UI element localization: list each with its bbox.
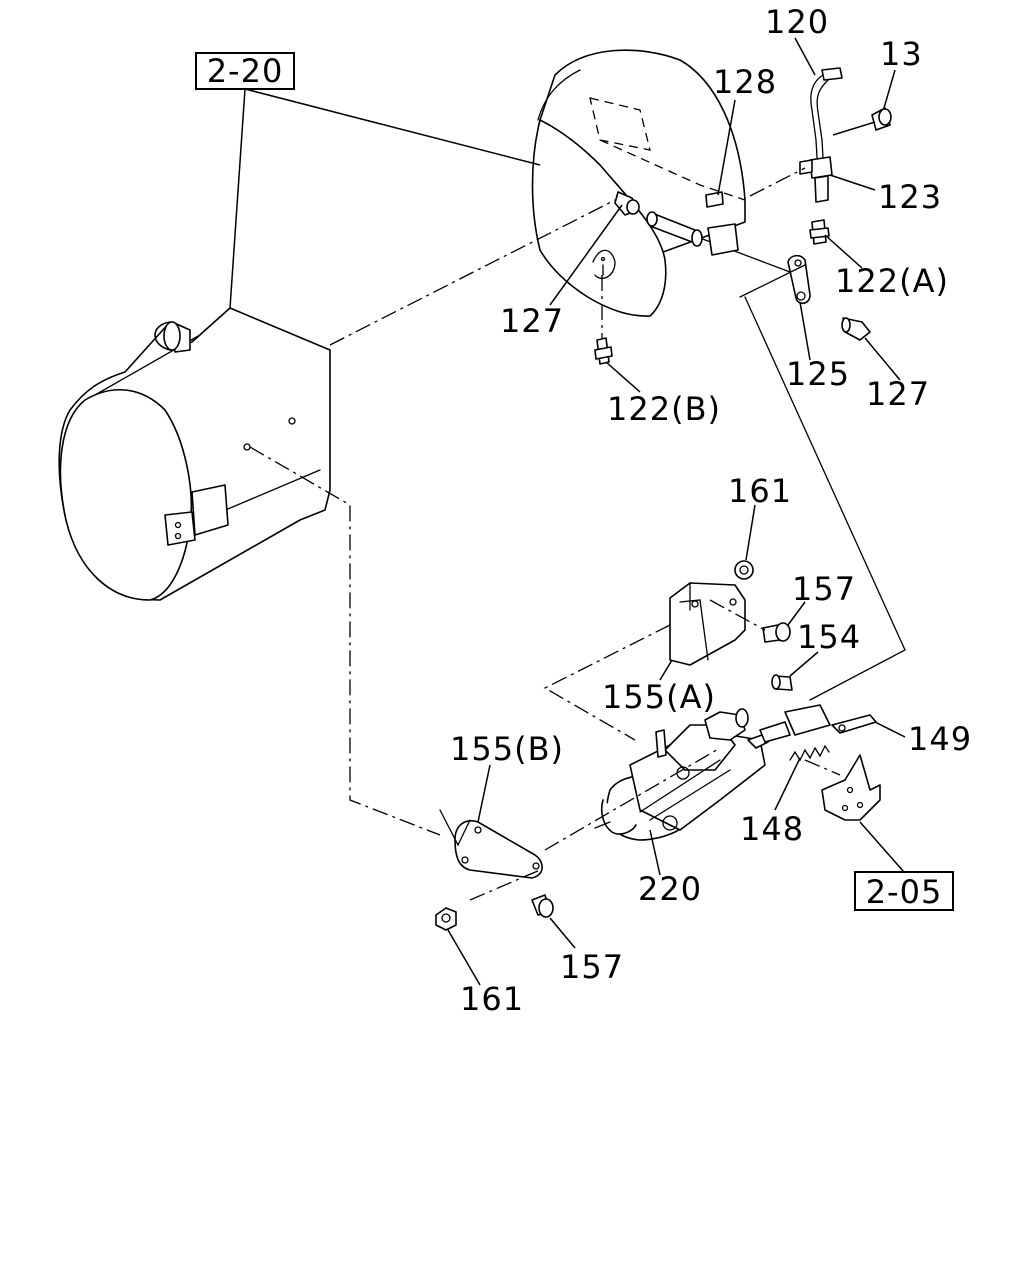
label-161-bottom: 161 bbox=[460, 980, 524, 1018]
label-13: 13 bbox=[880, 35, 923, 73]
label-127-right: 127 bbox=[866, 375, 930, 413]
part-148-spring bbox=[789, 744, 830, 762]
part-155a-bracket bbox=[669, 582, 746, 666]
part-120-pipe bbox=[810, 67, 843, 176]
phantom-lines bbox=[249, 167, 906, 901]
part-128-plate bbox=[705, 191, 739, 256]
label-149: 149 bbox=[908, 720, 972, 758]
part-157-bottom-bolt bbox=[531, 894, 554, 918]
label-220: 220 bbox=[638, 870, 702, 908]
part-13-bolt bbox=[871, 107, 892, 131]
transmission-housing bbox=[58, 307, 331, 601]
clutch-housing bbox=[531, 49, 746, 317]
label-157-bottom: 157 bbox=[560, 948, 624, 986]
part-161-top-washer bbox=[734, 560, 754, 580]
reference-box-2-20: 2-20 bbox=[195, 52, 295, 90]
label-154: 154 bbox=[797, 618, 861, 656]
part-123-clamp bbox=[799, 156, 833, 203]
label-128: 128 bbox=[713, 63, 777, 101]
label-127-left: 127 bbox=[500, 302, 564, 340]
part-127-left-fitting bbox=[614, 191, 640, 216]
ref-2-05-bracket bbox=[821, 754, 881, 821]
part-157-top-bolt bbox=[762, 622, 791, 643]
callout-leaders bbox=[447, 37, 906, 986]
reference-2-20: 2-20 bbox=[207, 52, 284, 90]
part-154-pin bbox=[771, 674, 793, 691]
label-123: 123 bbox=[878, 178, 942, 216]
label-148: 148 bbox=[740, 810, 804, 848]
label-161-top: 161 bbox=[728, 472, 792, 510]
part-122b-fitting bbox=[594, 337, 613, 365]
label-120: 120 bbox=[765, 3, 829, 41]
label-155b: 155(B) bbox=[450, 730, 564, 768]
part-161-bottom-nut bbox=[435, 907, 457, 931]
label-155a: 155(A) bbox=[602, 678, 716, 716]
reference-2-05: 2-05 bbox=[866, 873, 943, 911]
part-155b-bracket bbox=[439, 809, 543, 879]
callout-labels: 120 13 128 123 122(A) 127 125 127 122(B)… bbox=[450, 3, 972, 1018]
label-157-top: 157 bbox=[792, 570, 856, 608]
part-122a-fitting bbox=[809, 219, 830, 245]
part-220-booster bbox=[594, 704, 831, 841]
part-127-right-fitting bbox=[841, 317, 871, 341]
part-149-clip bbox=[831, 714, 877, 734]
reference-box-2-05: 2-05 bbox=[854, 871, 954, 911]
reference-leaders bbox=[229, 88, 905, 873]
label-122b: 122(B) bbox=[607, 390, 721, 428]
label-125: 125 bbox=[786, 355, 850, 393]
part-125-lever bbox=[787, 254, 811, 305]
label-122a: 122(A) bbox=[835, 262, 949, 300]
